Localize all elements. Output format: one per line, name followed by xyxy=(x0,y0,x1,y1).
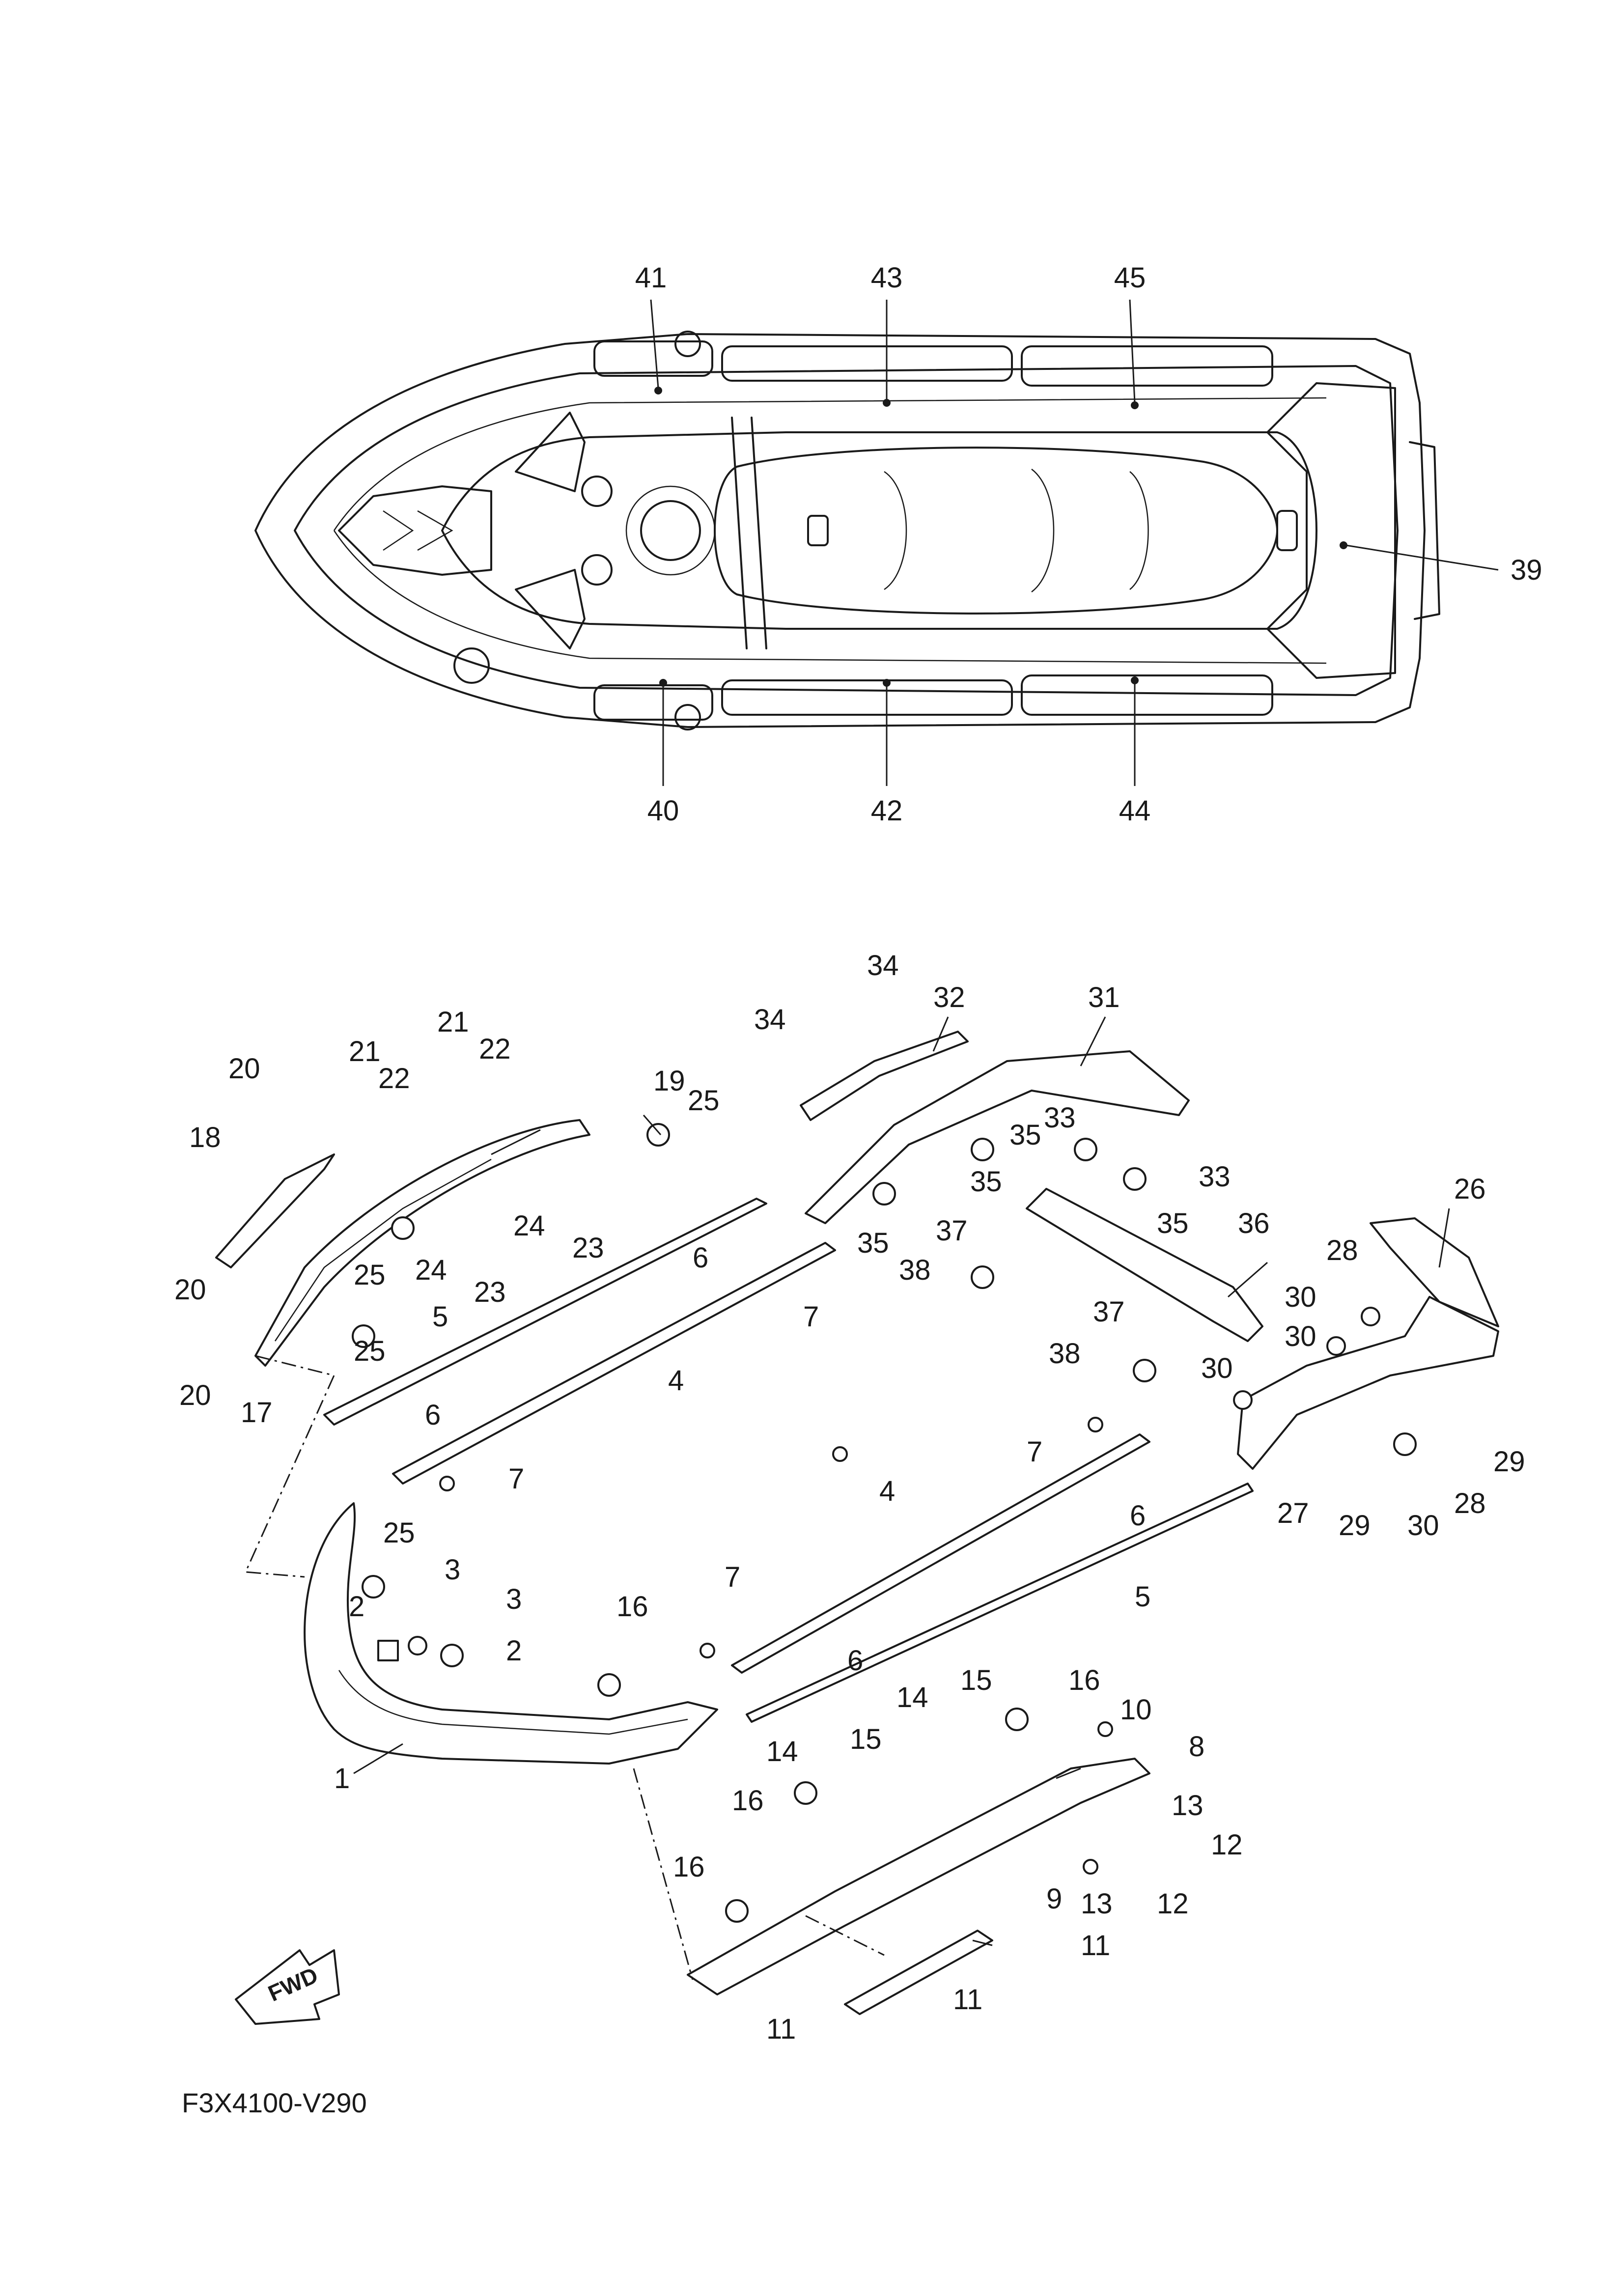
callout-33b: 33 xyxy=(1199,1161,1231,1193)
callout-9: 9 xyxy=(1046,1883,1062,1915)
exploded-parts xyxy=(215,1031,1499,2015)
callout-23a: 23 xyxy=(572,1232,604,1264)
callout-25c: 25 xyxy=(354,1335,386,1367)
callout-29a: 29 xyxy=(1493,1446,1525,1478)
callout-21b: 21 xyxy=(437,1006,469,1038)
callout-30a: 30 xyxy=(1285,1281,1316,1313)
callout-15a: 15 xyxy=(960,1664,992,1696)
callout-20a: 20 xyxy=(228,1053,260,1085)
alignment-lines xyxy=(244,1355,885,1980)
callout-17: 17 xyxy=(241,1397,273,1429)
callout-34b: 34 xyxy=(754,1004,786,1036)
callout-12b: 12 xyxy=(1157,1888,1189,1920)
callout-21a: 21 xyxy=(349,1036,381,1067)
callout-36: 36 xyxy=(1238,1207,1270,1239)
fwd-arrow-icon: FWD xyxy=(235,1949,340,2025)
callout-4a: 4 xyxy=(668,1365,684,1397)
exploded-callouts: 1 2 2 3 3 4 4 5 5 6 6 6 6 7 7 7 7 8 9 10… xyxy=(174,950,1525,2045)
callout-11c: 11 xyxy=(766,2013,796,2045)
callout-16a: 16 xyxy=(616,1591,648,1623)
callout-11b: 11 xyxy=(953,1984,982,2016)
callout-14b: 14 xyxy=(766,1736,798,1767)
callout-30d: 30 xyxy=(1407,1510,1439,1542)
callout-16d: 16 xyxy=(673,1851,705,1883)
callout-20c: 20 xyxy=(179,1379,211,1411)
diagram-code: F3X4100-V290 xyxy=(182,2087,367,2118)
callout-32: 32 xyxy=(933,982,965,1013)
callout-38a: 38 xyxy=(899,1254,931,1286)
callout-29b: 29 xyxy=(1339,1510,1371,1542)
callout-13b: 13 xyxy=(1081,1888,1113,1920)
callout-6b: 6 xyxy=(425,1399,441,1431)
callout-5a: 5 xyxy=(432,1301,448,1333)
callout-3a: 3 xyxy=(445,1554,460,1586)
callout-24a: 24 xyxy=(513,1210,545,1242)
callout-16b: 16 xyxy=(1068,1664,1100,1696)
callout-35c: 35 xyxy=(1157,1207,1189,1239)
callout-41: 41 xyxy=(635,262,667,294)
callout-10: 10 xyxy=(1120,1694,1152,1726)
callout-28b: 28 xyxy=(1454,1487,1486,1519)
callout-38b: 38 xyxy=(1049,1338,1081,1370)
callout-44: 44 xyxy=(1119,795,1151,827)
callout-16c: 16 xyxy=(732,1785,764,1817)
callout-35a: 35 xyxy=(1009,1119,1041,1151)
callout-7a: 7 xyxy=(803,1301,819,1333)
callout-43: 43 xyxy=(871,262,903,294)
callout-30c: 30 xyxy=(1201,1352,1233,1384)
callout-7b: 7 xyxy=(508,1463,524,1495)
callout-22b: 22 xyxy=(479,1033,511,1065)
callout-24b: 24 xyxy=(415,1254,447,1286)
callout-2b: 2 xyxy=(506,1635,522,1667)
callout-22a: 22 xyxy=(378,1063,410,1094)
callout-6d: 6 xyxy=(847,1645,863,1677)
callout-1: 1 xyxy=(334,1763,350,1795)
callout-12a: 12 xyxy=(1211,1829,1243,1861)
callout-37a: 37 xyxy=(936,1215,968,1247)
callout-26: 26 xyxy=(1454,1173,1486,1205)
callout-11a: 11 xyxy=(1081,1930,1110,1962)
callout-28a: 28 xyxy=(1326,1234,1358,1266)
callout-35d: 35 xyxy=(857,1227,889,1259)
callout-25b: 25 xyxy=(354,1259,386,1291)
callout-45: 45 xyxy=(1114,262,1146,294)
callout-14a: 14 xyxy=(896,1682,928,1713)
callout-6a: 6 xyxy=(693,1242,708,1274)
callout-6c: 6 xyxy=(1130,1500,1146,1532)
callout-25a: 25 xyxy=(688,1085,720,1117)
callout-7d: 7 xyxy=(725,1561,740,1593)
callout-27: 27 xyxy=(1277,1497,1309,1529)
hull-top-view xyxy=(254,331,1440,730)
callout-34a: 34 xyxy=(867,950,899,982)
callout-2a: 2 xyxy=(349,1591,364,1623)
fasteners xyxy=(352,1123,1417,1923)
callout-33a: 33 xyxy=(1044,1102,1076,1134)
callout-4b: 4 xyxy=(879,1475,895,1507)
callout-42: 42 xyxy=(871,795,903,827)
top-view-leaders xyxy=(650,299,1499,786)
callout-7c: 7 xyxy=(1027,1436,1042,1468)
top-view-callouts: 41 43 45 39 40 42 44 xyxy=(635,262,1542,827)
callout-23b: 23 xyxy=(474,1276,506,1308)
callout-19: 19 xyxy=(653,1065,685,1097)
callout-40: 40 xyxy=(647,795,679,827)
callout-3b: 3 xyxy=(506,1583,522,1615)
callout-35b: 35 xyxy=(970,1166,1002,1198)
callout-8: 8 xyxy=(1189,1731,1204,1763)
callout-25d: 25 xyxy=(383,1517,415,1549)
callout-39: 39 xyxy=(1511,554,1542,586)
callout-20b: 20 xyxy=(174,1274,206,1306)
callout-31: 31 xyxy=(1088,982,1120,1013)
callout-37b: 37 xyxy=(1093,1296,1125,1328)
callout-13a: 13 xyxy=(1172,1790,1204,1822)
callout-5b: 5 xyxy=(1135,1581,1150,1613)
callout-15b: 15 xyxy=(850,1723,882,1755)
callout-30b: 30 xyxy=(1285,1320,1316,1352)
callout-18: 18 xyxy=(189,1122,221,1153)
exploded-leaders xyxy=(353,1016,1450,1946)
